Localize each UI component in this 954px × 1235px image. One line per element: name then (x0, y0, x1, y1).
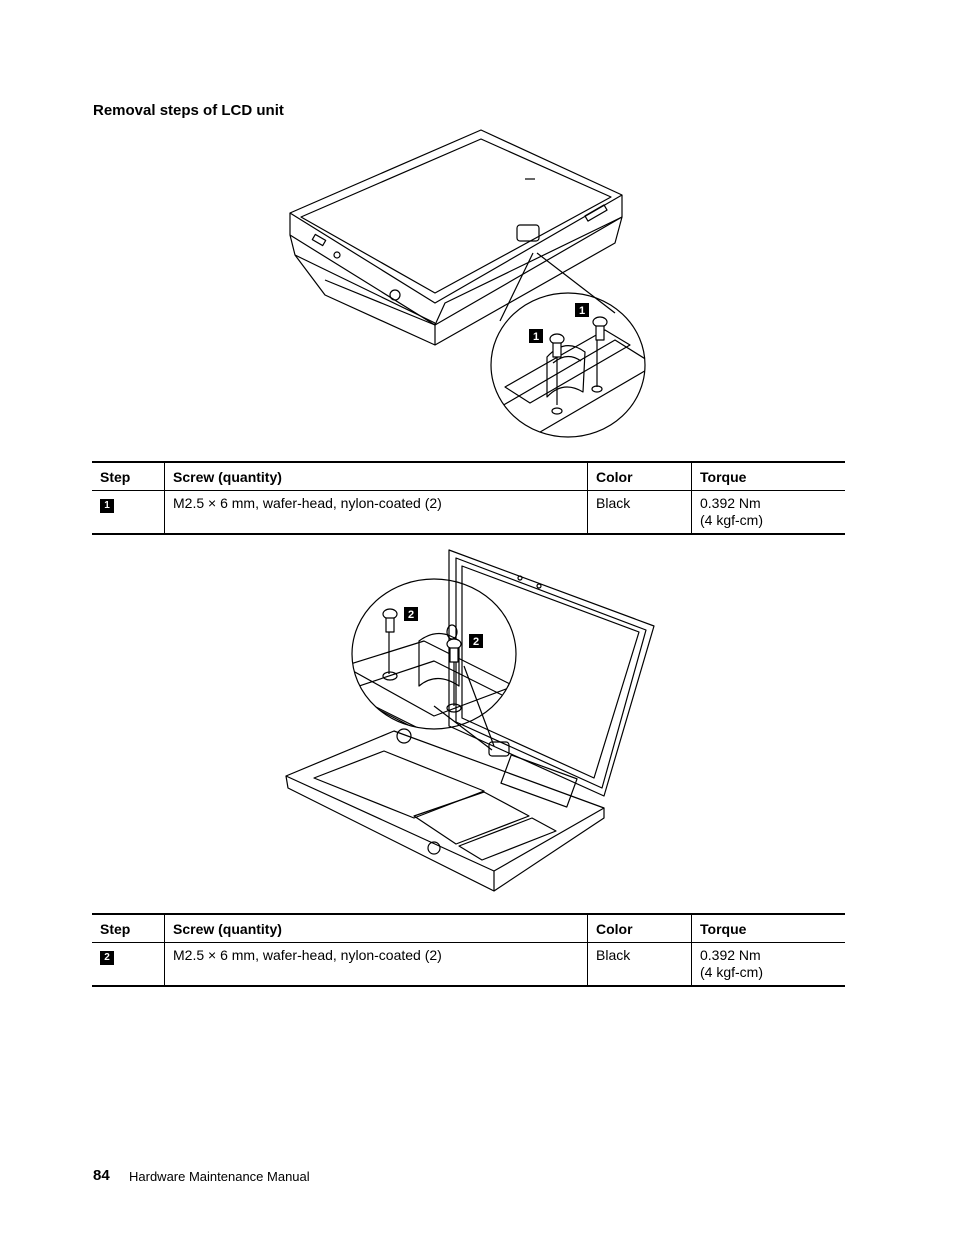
screw-icon (446, 638, 462, 663)
screw-cell: M2.5 × 6 mm, wafer-head, nylon-coated (2… (164, 942, 588, 987)
screw-icon (382, 608, 398, 633)
header-torque: Torque (691, 913, 845, 943)
section-heading: Removal steps of LCD unit (93, 102, 284, 119)
step-badge: 1 (100, 499, 114, 513)
callout-2a: 2 (404, 607, 418, 621)
header-screw: Screw (quantity) (164, 913, 588, 943)
screw-table-step-1: Step Screw (quantity) Color Torque 1 M2.… (92, 461, 845, 535)
color-cell: Black (587, 490, 692, 535)
torque-cell: 0.392 Nm(4 kgf-cm) (691, 490, 845, 535)
header-screw: Screw (quantity) (164, 461, 588, 491)
hinge-block (516, 224, 540, 242)
table-row: 1 M2.5 × 6 mm, wafer-head, nylon-coated … (92, 490, 845, 535)
figure-closed-laptop-hinge-screws: 1 1 (289, 129, 646, 438)
header-color: Color (587, 913, 692, 943)
header-step: Step (92, 913, 165, 943)
color-cell: Black (587, 942, 692, 987)
screw-icon (549, 333, 565, 358)
svg-text:2: 2 (473, 636, 479, 648)
header-color: Color (587, 461, 692, 491)
figure-open-laptop-hinge-screws: 2 2 (285, 549, 655, 892)
screw-table-step-2: Step Screw (quantity) Color Torque 2 M2.… (92, 913, 845, 987)
screw-cell: M2.5 × 6 mm, wafer-head, nylon-coated (2… (164, 490, 588, 535)
table-row: 2 M2.5 × 6 mm, wafer-head, nylon-coated … (92, 942, 845, 987)
callout-1b: 1 (575, 303, 589, 317)
header-step: Step (92, 461, 165, 491)
zoom-circle (490, 292, 646, 438)
svg-text:2: 2 (408, 609, 414, 621)
page-number: 84 (93, 1167, 110, 1184)
torque-cell: 0.392 Nm(4 kgf-cm) (691, 942, 845, 987)
svg-text:1: 1 (533, 331, 539, 343)
screw-icon (592, 316, 608, 341)
header-torque: Torque (691, 461, 845, 491)
hinge-block (488, 741, 510, 757)
zoom-circle (351, 578, 517, 730)
display-lid (448, 549, 655, 797)
manual-title: Hardware Maintenance Manual (129, 1169, 310, 1184)
callout-2b: 2 (469, 634, 483, 648)
svg-text:1: 1 (579, 305, 585, 317)
step-badge: 2 (100, 951, 114, 965)
callout-1a: 1 (529, 329, 543, 343)
